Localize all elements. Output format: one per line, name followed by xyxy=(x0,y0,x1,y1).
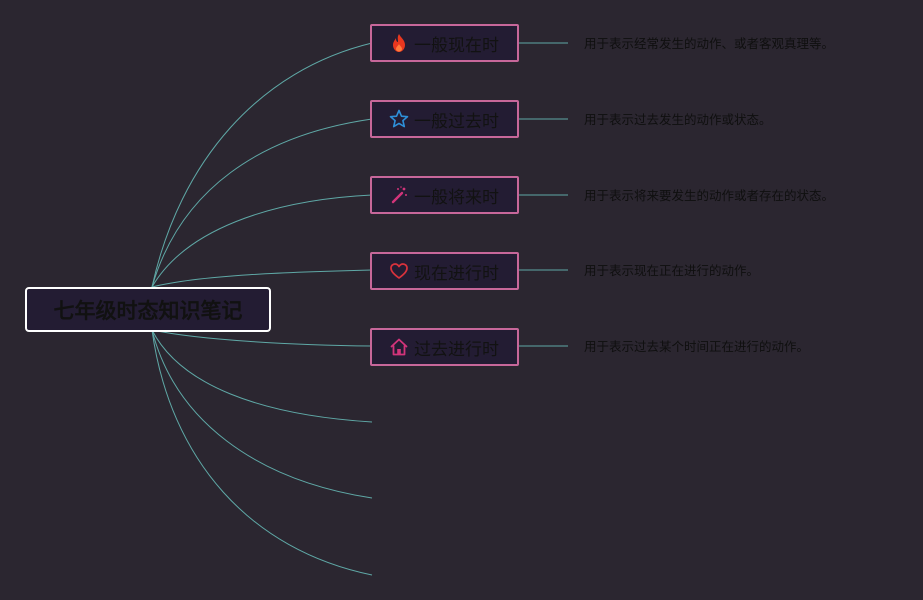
link-branch-6 xyxy=(151,329,373,423)
heart-icon xyxy=(388,260,410,282)
star-icon xyxy=(388,108,410,130)
topic-future-simple[interactable]: 一般将来时 xyxy=(370,176,519,214)
magic-wand-icon xyxy=(388,184,410,206)
root-topic[interactable]: 七年级时态知识笔记 xyxy=(25,287,271,332)
topic-label: 过去进行时 xyxy=(414,339,499,360)
link-branch-3 xyxy=(151,194,373,288)
topic-past-simple[interactable]: 一般过去时 xyxy=(370,100,519,138)
topic-label: 现在进行时 xyxy=(414,263,499,284)
root-title: 七年级时态知识笔记 xyxy=(53,298,243,323)
fire-icon xyxy=(388,32,410,54)
topic-description[interactable]: 用于表示现在正在进行的动作。 xyxy=(584,263,760,278)
topic-label: 一般过去时 xyxy=(414,111,499,132)
link-branch-8 xyxy=(151,329,373,576)
topic-present-simple[interactable]: 一般现在时 xyxy=(370,24,519,62)
link-branch-1 xyxy=(151,42,373,288)
topic-description[interactable]: 用于表示过去发生的动作或状态。 xyxy=(584,112,772,127)
topic-description[interactable]: 用于表示将来要发生的动作或者存在的状态。 xyxy=(584,188,835,203)
topic-label: 一般将来时 xyxy=(414,187,499,208)
link-branch-7 xyxy=(151,329,373,499)
link-branch-2 xyxy=(151,118,373,288)
home-icon xyxy=(388,336,410,358)
link-branch-5 xyxy=(151,329,373,347)
topic-present-continuous[interactable]: 现在进行时 xyxy=(370,252,519,290)
topic-description[interactable]: 用于表示经常发生的动作、或者客观真理等。 xyxy=(584,36,835,51)
topic-past-continuous[interactable]: 过去进行时 xyxy=(370,328,519,366)
link-branch-4 xyxy=(151,269,373,288)
topic-label: 一般现在时 xyxy=(414,35,499,56)
topic-description[interactable]: 用于表示过去某个时间正在进行的动作。 xyxy=(584,339,810,354)
